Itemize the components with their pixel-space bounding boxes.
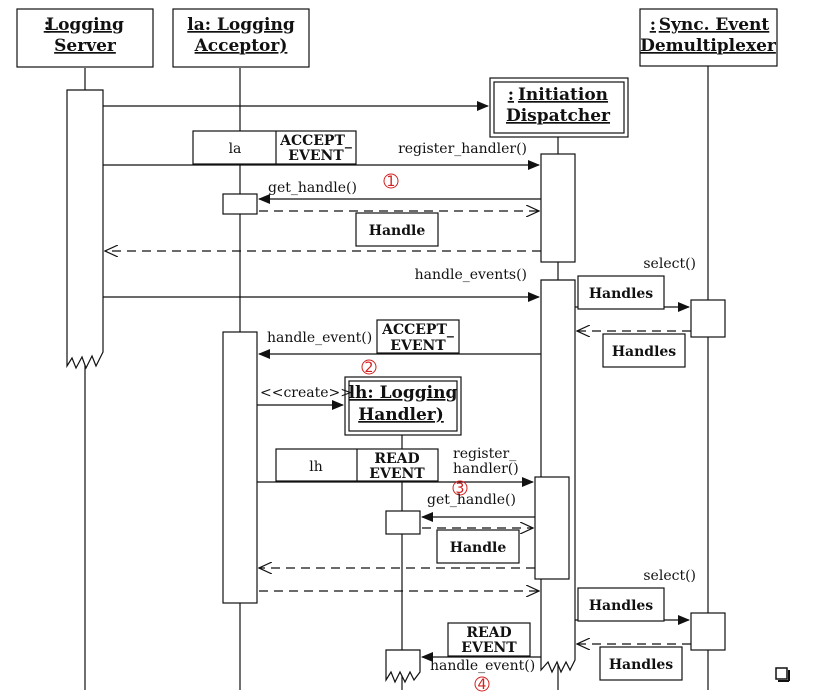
param-box-read-event: READ EVENT — [447, 622, 531, 657]
svg-text:Handles: Handles — [612, 344, 676, 360]
step-4-number: 4 — [478, 677, 487, 693]
step-3-number: 3 — [456, 481, 465, 497]
svg-text:EVENT: EVENT — [288, 148, 344, 164]
svg-text:Handles: Handles — [589, 286, 653, 302]
object-logging-handler: lh: Logging Handler) — [344, 376, 462, 436]
object-sync-demux-line2: Demultiplexer — [640, 36, 777, 56]
step-1-marker — [383, 173, 399, 189]
object-sync-event-demultiplexer: Sync. Event Demultiplexer : — [639, 8, 778, 67]
activation-dispatcher-3 — [534, 476, 570, 580]
activation-acceptor-get-handle — [222, 193, 258, 215]
msg-handle-event-2-label: handle_event() — [430, 658, 535, 674]
step-1-number: 1 — [387, 174, 396, 190]
return-box-handle-1: Handle — [355, 212, 439, 247]
activation-handler-bottom — [385, 649, 421, 684]
step-4-marker — [474, 676, 490, 692]
msg-create-label: <<create>> — [260, 385, 352, 401]
msg-select-1-label: select() — [643, 256, 696, 272]
object-logging-handler-line2: Handler) — [358, 405, 444, 425]
msg-register-handler-label: register_handler() — [398, 141, 527, 157]
object-logging-acceptor-line1: la: Logging — [187, 15, 295, 35]
msg-handle-events-label: handle_events() — [415, 267, 527, 283]
svg-text:Handle: Handle — [450, 540, 507, 556]
msg-register-handler-2-line2: handler() — [453, 461, 519, 477]
activation-dispatcher-2 — [540, 279, 576, 674]
activation-handler-get-handle — [385, 510, 421, 535]
object-logging-acceptor: la: Logging Acceptor) — [172, 8, 310, 68]
end-mark-icon — [775, 667, 788, 680]
msg-get-handle-2-label: get_handle() — [427, 492, 516, 508]
object-initiation-dispatcher-line2: Dispatcher — [506, 106, 611, 126]
svg-text:EVENT: EVENT — [461, 640, 517, 656]
msg-register-handler-2-line1: register_ — [453, 446, 516, 462]
svg-text:EVENT: EVENT — [390, 338, 446, 354]
param-box-lh: lh READ EVENT — [275, 448, 439, 482]
svg-text:READ: READ — [466, 625, 511, 641]
activation-logging-server — [66, 89, 104, 370]
activation-logging-acceptor — [222, 331, 258, 604]
param-box-la: la ACCEPT_ EVENT — [192, 130, 357, 165]
param-box-accept-event: ACCEPT_ EVENT — [376, 319, 460, 354]
svg-text:Handle: Handle — [369, 223, 426, 239]
activation-demux-2 — [690, 612, 726, 651]
object-logging-server: Logging Server : — [16, 8, 154, 68]
step-2-marker — [361, 359, 377, 375]
svg-text:la: la — [229, 141, 242, 157]
return-box-handles-2: Handles — [599, 646, 683, 681]
svg-text:READ: READ — [374, 451, 419, 467]
return-box-handle-2: Handle — [436, 529, 520, 564]
object-initiation-dispatcher: Initiation Dispatcher : — [489, 77, 629, 138]
object-sync-demux-line1: Sync. Event — [659, 15, 770, 35]
step-3-marker — [452, 480, 468, 496]
activation-dispatcher-1 — [540, 153, 576, 263]
svg-text::: : — [44, 15, 50, 35]
activation-demux-1 — [690, 299, 726, 338]
msg-select-2-label: select() — [643, 568, 696, 584]
svg-text:EVENT: EVENT — [369, 466, 425, 482]
msg-get-handle-label: get_handle() — [268, 180, 357, 196]
object-initiation-dispatcher-line1: Initiation — [518, 85, 608, 105]
svg-text:Handles: Handles — [609, 657, 673, 673]
step-2-number: 2 — [365, 360, 374, 376]
object-logging-server-line2: Server — [54, 36, 117, 56]
svg-text::: : — [650, 15, 656, 35]
object-logging-handler-line1: lh: Logging — [349, 383, 458, 403]
object-logging-server-line1: Logging — [46, 15, 124, 35]
param-box-handles-2: Handles — [577, 587, 665, 622]
param-box-handles-1: Handles — [577, 275, 665, 310]
svg-text::: : — [508, 85, 514, 105]
return-box-handles-1: Handles — [602, 333, 686, 368]
msg-handle-event-1-label: handle_event() — [267, 330, 372, 346]
svg-text:ACCEPT_: ACCEPT_ — [381, 322, 454, 338]
object-logging-acceptor-line2: Acceptor) — [194, 36, 288, 56]
svg-text:ACCEPT_: ACCEPT_ — [279, 133, 352, 149]
svg-text:lh: lh — [309, 459, 323, 475]
svg-text:Handles: Handles — [589, 598, 653, 614]
